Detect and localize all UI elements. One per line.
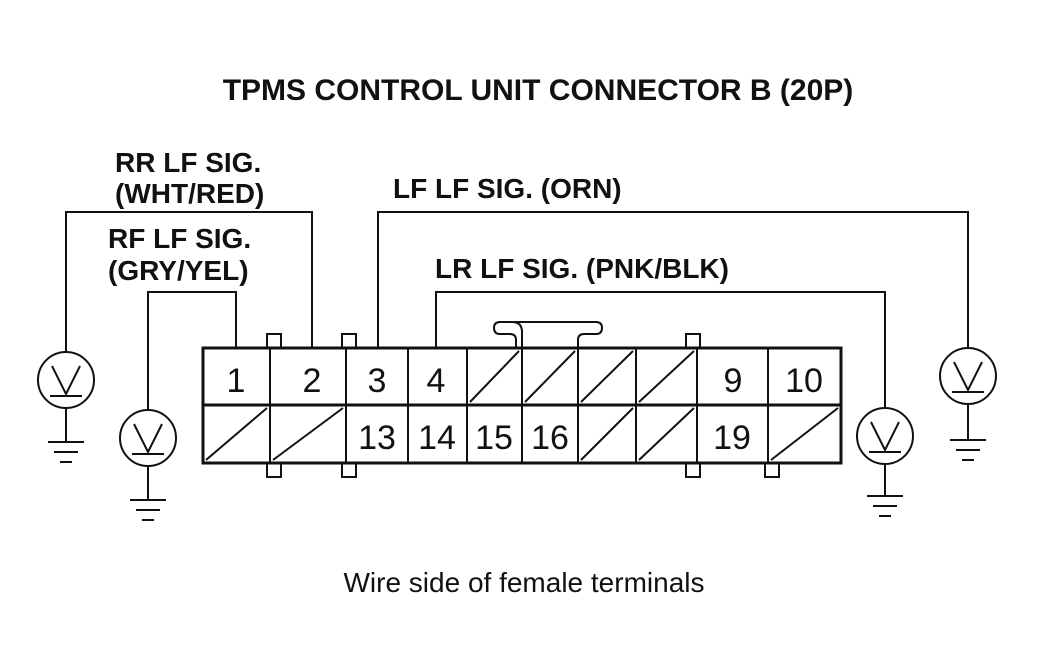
pin-9: 9 <box>724 362 743 400</box>
pin-16: 16 <box>531 419 569 457</box>
rr-lf-sig-color: (WHT/RED) <box>115 178 264 209</box>
rf-wire <box>147 291 237 410</box>
connector-body <box>201 321 843 478</box>
lr-wire <box>435 291 886 408</box>
pin-13: 13 <box>358 419 396 457</box>
rf-lf-sig-label: RF LF SIG. <box>108 223 251 254</box>
rr-lf-sig-label: RR LF SIG. <box>115 147 261 178</box>
rf-lf-sig-color: (GRY/YEL) <box>108 255 249 286</box>
pin-2: 2 <box>303 362 322 400</box>
lf-lf-sig-label: LF LF SIG. (ORN) <box>393 173 622 204</box>
pin-1: 1 <box>227 362 246 400</box>
pin-14: 14 <box>418 419 456 457</box>
pin-4: 4 <box>427 362 446 400</box>
lr-lf-sig-label: LR LF SIG. (PNK/BLK) <box>435 253 729 284</box>
pin-10: 10 <box>785 362 823 400</box>
lf-wire <box>377 211 969 348</box>
lf-sensor-icon <box>939 347 997 461</box>
rr-sensor-icon <box>37 351 95 463</box>
lr-sensor-icon <box>856 407 914 517</box>
pin-19: 19 <box>713 419 751 457</box>
rr-wire <box>65 211 313 352</box>
pin-3: 3 <box>368 362 387 400</box>
caption: Wire side of female terminals <box>343 567 704 598</box>
diagram-title: TPMS CONTROL UNIT CONNECTOR B (20P) <box>223 74 854 107</box>
rf-sensor-icon <box>119 409 177 521</box>
pin-15: 15 <box>475 419 513 457</box>
